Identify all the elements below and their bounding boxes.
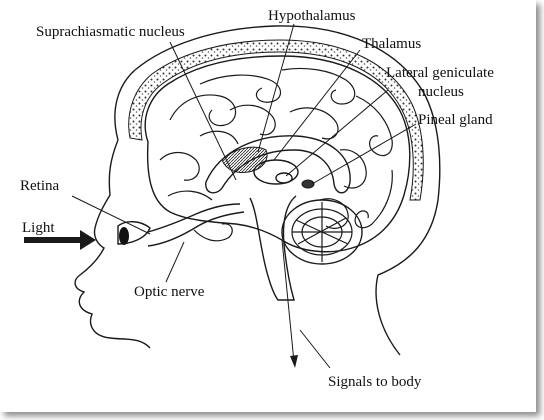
label-lateral-geniculate: Lateral geniculate xyxy=(386,65,494,81)
light-arrow-icon xyxy=(24,230,96,250)
brainstem xyxy=(249,195,297,301)
leader-lines xyxy=(71,23,417,369)
thalamus-structure xyxy=(253,159,299,185)
label-retina: Retina xyxy=(20,178,59,194)
skull xyxy=(128,39,424,201)
lgn-structure xyxy=(275,172,293,184)
optic-pathway xyxy=(147,203,245,247)
signals-arrowhead xyxy=(290,355,298,368)
signals-arrow xyxy=(281,239,295,363)
label-signals-to-body: Signals to body xyxy=(328,374,422,390)
label-suprachiasmatic-nucleus: Suprachiasmatic nucleus xyxy=(36,24,185,40)
label-lgn-nucleus: nucleus xyxy=(418,84,464,100)
brain-diagram: Suprachiasmatic nucleus Hypothalamus Tha… xyxy=(20,8,494,390)
label-hypothalamus: Hypothalamus xyxy=(268,8,356,24)
eye xyxy=(117,221,151,245)
diagram-frame: Suprachiasmatic nucleus Hypothalamus Tha… xyxy=(20,8,495,390)
label-thalamus: Thalamus xyxy=(362,36,421,52)
brain-folds xyxy=(159,67,393,229)
corpus-callosum xyxy=(205,135,351,194)
label-light: Light xyxy=(22,220,55,236)
hypothalamus-region xyxy=(221,146,268,173)
cerebrum xyxy=(144,55,411,253)
pineal-structure xyxy=(301,179,315,189)
label-pineal-gland: Pineal gland xyxy=(418,112,493,128)
label-optic-nerve: Optic nerve xyxy=(134,284,205,300)
head-profile xyxy=(74,25,441,356)
cerebellum xyxy=(281,199,363,265)
